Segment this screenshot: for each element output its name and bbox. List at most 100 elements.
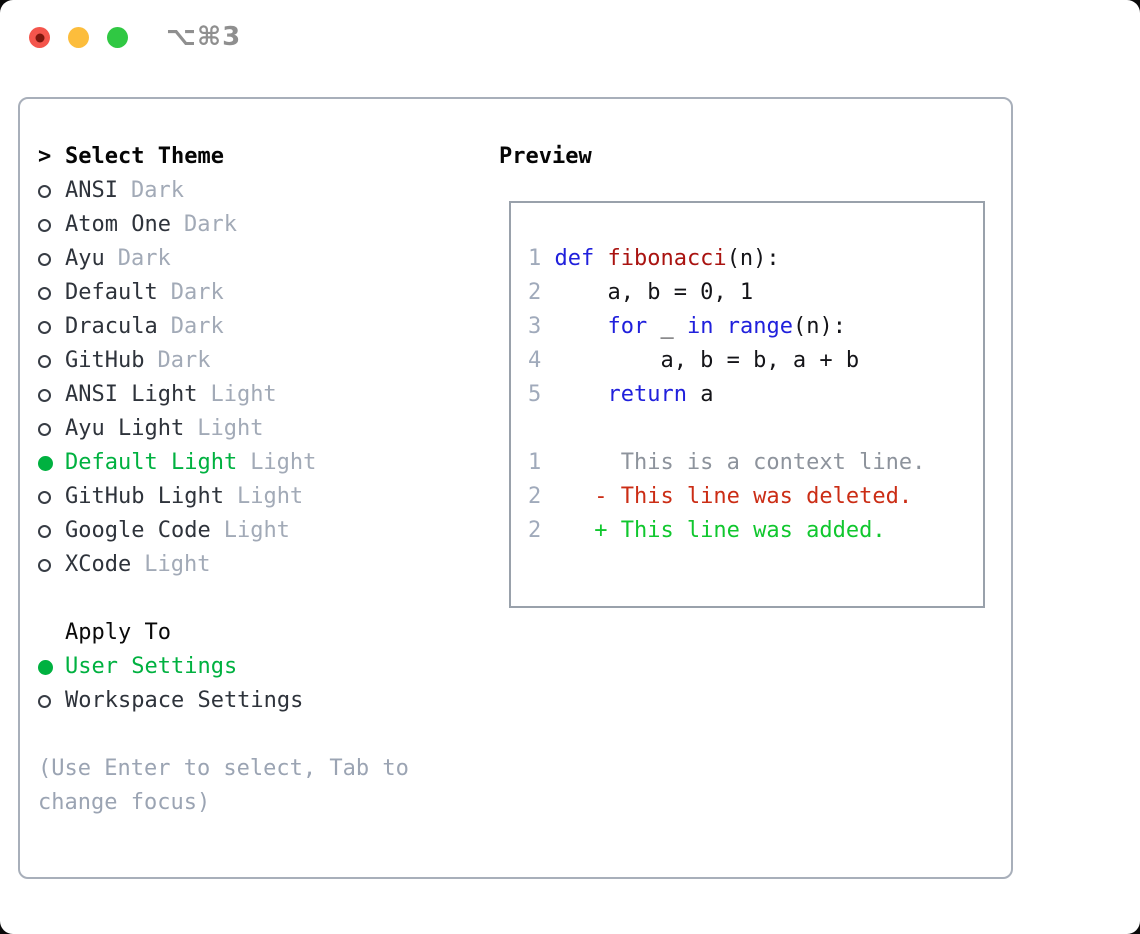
theme-name: ANSI xyxy=(65,178,118,203)
theme-option-ayu-light[interactable]: Ayu Light Light xyxy=(38,412,478,446)
code-line: 5 return a xyxy=(528,378,983,412)
diff-added-line: 2 + This line was added. xyxy=(528,514,983,548)
apply-option-label: User Settings xyxy=(65,654,238,679)
theme-variant: Light xyxy=(144,552,211,577)
theme-variant: Light xyxy=(210,382,277,407)
close-button[interactable] xyxy=(29,27,50,48)
theme-name: Ayu xyxy=(65,246,105,271)
code-token: range xyxy=(726,314,793,339)
line-number: 3 xyxy=(528,314,542,339)
theme-name: Default xyxy=(65,280,158,305)
radio-unselected-icon xyxy=(38,218,65,232)
apply-option-user-settings[interactable]: User Settings xyxy=(38,650,478,684)
radio-unselected-icon xyxy=(38,490,65,504)
theme-option-ayu-dark[interactable]: Ayu Dark xyxy=(38,242,478,276)
theme-variant: Dark xyxy=(157,348,211,373)
theme-option-atom-one-dark[interactable]: Atom One Dark xyxy=(38,208,478,242)
code-token: a, b = 0, 1 xyxy=(554,280,754,305)
theme-variant: Light xyxy=(223,518,290,543)
theme-variant: Light xyxy=(250,450,317,475)
hint-text-line1: (Use Enter to select, Tab to xyxy=(38,756,409,781)
diff-context-line: 1 This is a context line. xyxy=(528,446,983,480)
code-token: fibonacci xyxy=(607,246,727,271)
theme-name: GitHub Light xyxy=(65,484,224,509)
select-theme-header: > Select Theme xyxy=(38,140,478,174)
theme-option-dracula-dark[interactable]: Dracula Dark xyxy=(38,310,478,344)
code-token: for xyxy=(607,314,648,339)
preview-title: Preview xyxy=(499,144,592,169)
code-token: (n): xyxy=(792,314,846,339)
theme-option-github-light[interactable]: GitHub Light Light xyxy=(38,480,478,514)
apply-to-title: Apply To xyxy=(65,620,171,645)
theme-option-github-dark[interactable]: GitHub Dark xyxy=(38,344,478,378)
record-dot-icon xyxy=(35,33,44,42)
radio-unselected-icon xyxy=(38,184,65,198)
spacer-row xyxy=(38,582,478,616)
code-token: (n): xyxy=(726,246,780,271)
code-blank-line xyxy=(528,412,983,446)
code-token: This is a context line. xyxy=(554,450,926,475)
code-line: 3 for _ in range(n): xyxy=(528,310,983,344)
theme-name: Atom One xyxy=(65,212,171,237)
theme-variant: Light xyxy=(197,416,264,441)
code-token xyxy=(554,382,607,407)
minimize-button[interactable] xyxy=(68,27,89,48)
theme-variant: Dark xyxy=(183,212,237,237)
code-token: _ xyxy=(647,314,687,339)
theme-selector-panel: > Select Theme ANSI Dark Atom One Dark A… xyxy=(18,97,1013,879)
traffic-lights xyxy=(29,27,128,48)
theme-variant: Dark xyxy=(170,280,224,305)
spacer-row xyxy=(38,718,478,752)
theme-option-ansi-light[interactable]: ANSI Light Light xyxy=(38,378,478,412)
apply-option-workspace-settings[interactable]: Workspace Settings xyxy=(38,684,478,718)
radio-unselected-icon xyxy=(38,286,65,300)
code-token: return xyxy=(607,382,687,407)
code-token: a, b = b, a + b xyxy=(554,348,860,373)
code-token: def xyxy=(554,246,608,271)
select-theme-title: Select Theme xyxy=(65,144,224,169)
line-number: 1 xyxy=(528,450,542,475)
zoom-button[interactable] xyxy=(107,27,128,48)
radio-unselected-icon xyxy=(38,252,65,266)
theme-option-google-code[interactable]: Google Code Light xyxy=(38,514,478,548)
theme-option-xcode[interactable]: XCode Light xyxy=(38,548,478,582)
theme-variant: Light xyxy=(236,484,304,509)
radio-selected-icon xyxy=(38,455,65,471)
theme-option-ansi-dark[interactable]: ANSI Dark xyxy=(38,174,478,208)
code-line: 4 a, b = b, a + b xyxy=(528,344,983,378)
radio-unselected-icon xyxy=(38,354,65,368)
theme-option-default-dark[interactable]: Default Dark xyxy=(38,276,478,310)
radio-unselected-icon xyxy=(38,558,65,572)
line-number: 2 xyxy=(528,484,542,509)
theme-list: > Select Theme ANSI Dark Atom One Dark A… xyxy=(38,140,478,820)
radio-unselected-icon xyxy=(38,388,65,402)
hint-text-line2: change focus) xyxy=(38,790,211,815)
apply-option-label: Workspace Settings xyxy=(65,688,304,713)
theme-variant: Dark xyxy=(170,314,224,339)
diff-deleted-line: 2 - This line was deleted. xyxy=(528,480,983,514)
theme-variant: Dark xyxy=(130,178,184,203)
theme-variant: Dark xyxy=(117,246,171,271)
theme-name: Default Light xyxy=(65,450,238,475)
apply-to-header: Apply To xyxy=(38,616,478,650)
cursor-arrow-icon: > xyxy=(38,144,52,169)
line-number: 2 xyxy=(528,280,542,305)
theme-name: Ayu Light xyxy=(65,416,185,441)
radio-unselected-icon xyxy=(38,694,65,708)
line-number: 5 xyxy=(528,382,542,407)
radio-selected-icon xyxy=(38,659,65,675)
radio-unselected-icon xyxy=(38,422,65,436)
code-token xyxy=(554,314,607,339)
theme-option-default-light[interactable]: Default Light Light xyxy=(38,446,478,480)
code-line: 2 a, b = 0, 1 xyxy=(528,276,983,310)
titlebar: ⌥⌘3 xyxy=(0,0,1140,75)
radio-unselected-icon xyxy=(38,524,65,538)
code-token: + This line was added. xyxy=(554,518,886,543)
theme-name: ANSI Light xyxy=(65,382,198,407)
theme-name: GitHub xyxy=(65,348,145,373)
theme-name: Google Code xyxy=(65,518,211,543)
theme-name: Dracula xyxy=(65,314,158,339)
